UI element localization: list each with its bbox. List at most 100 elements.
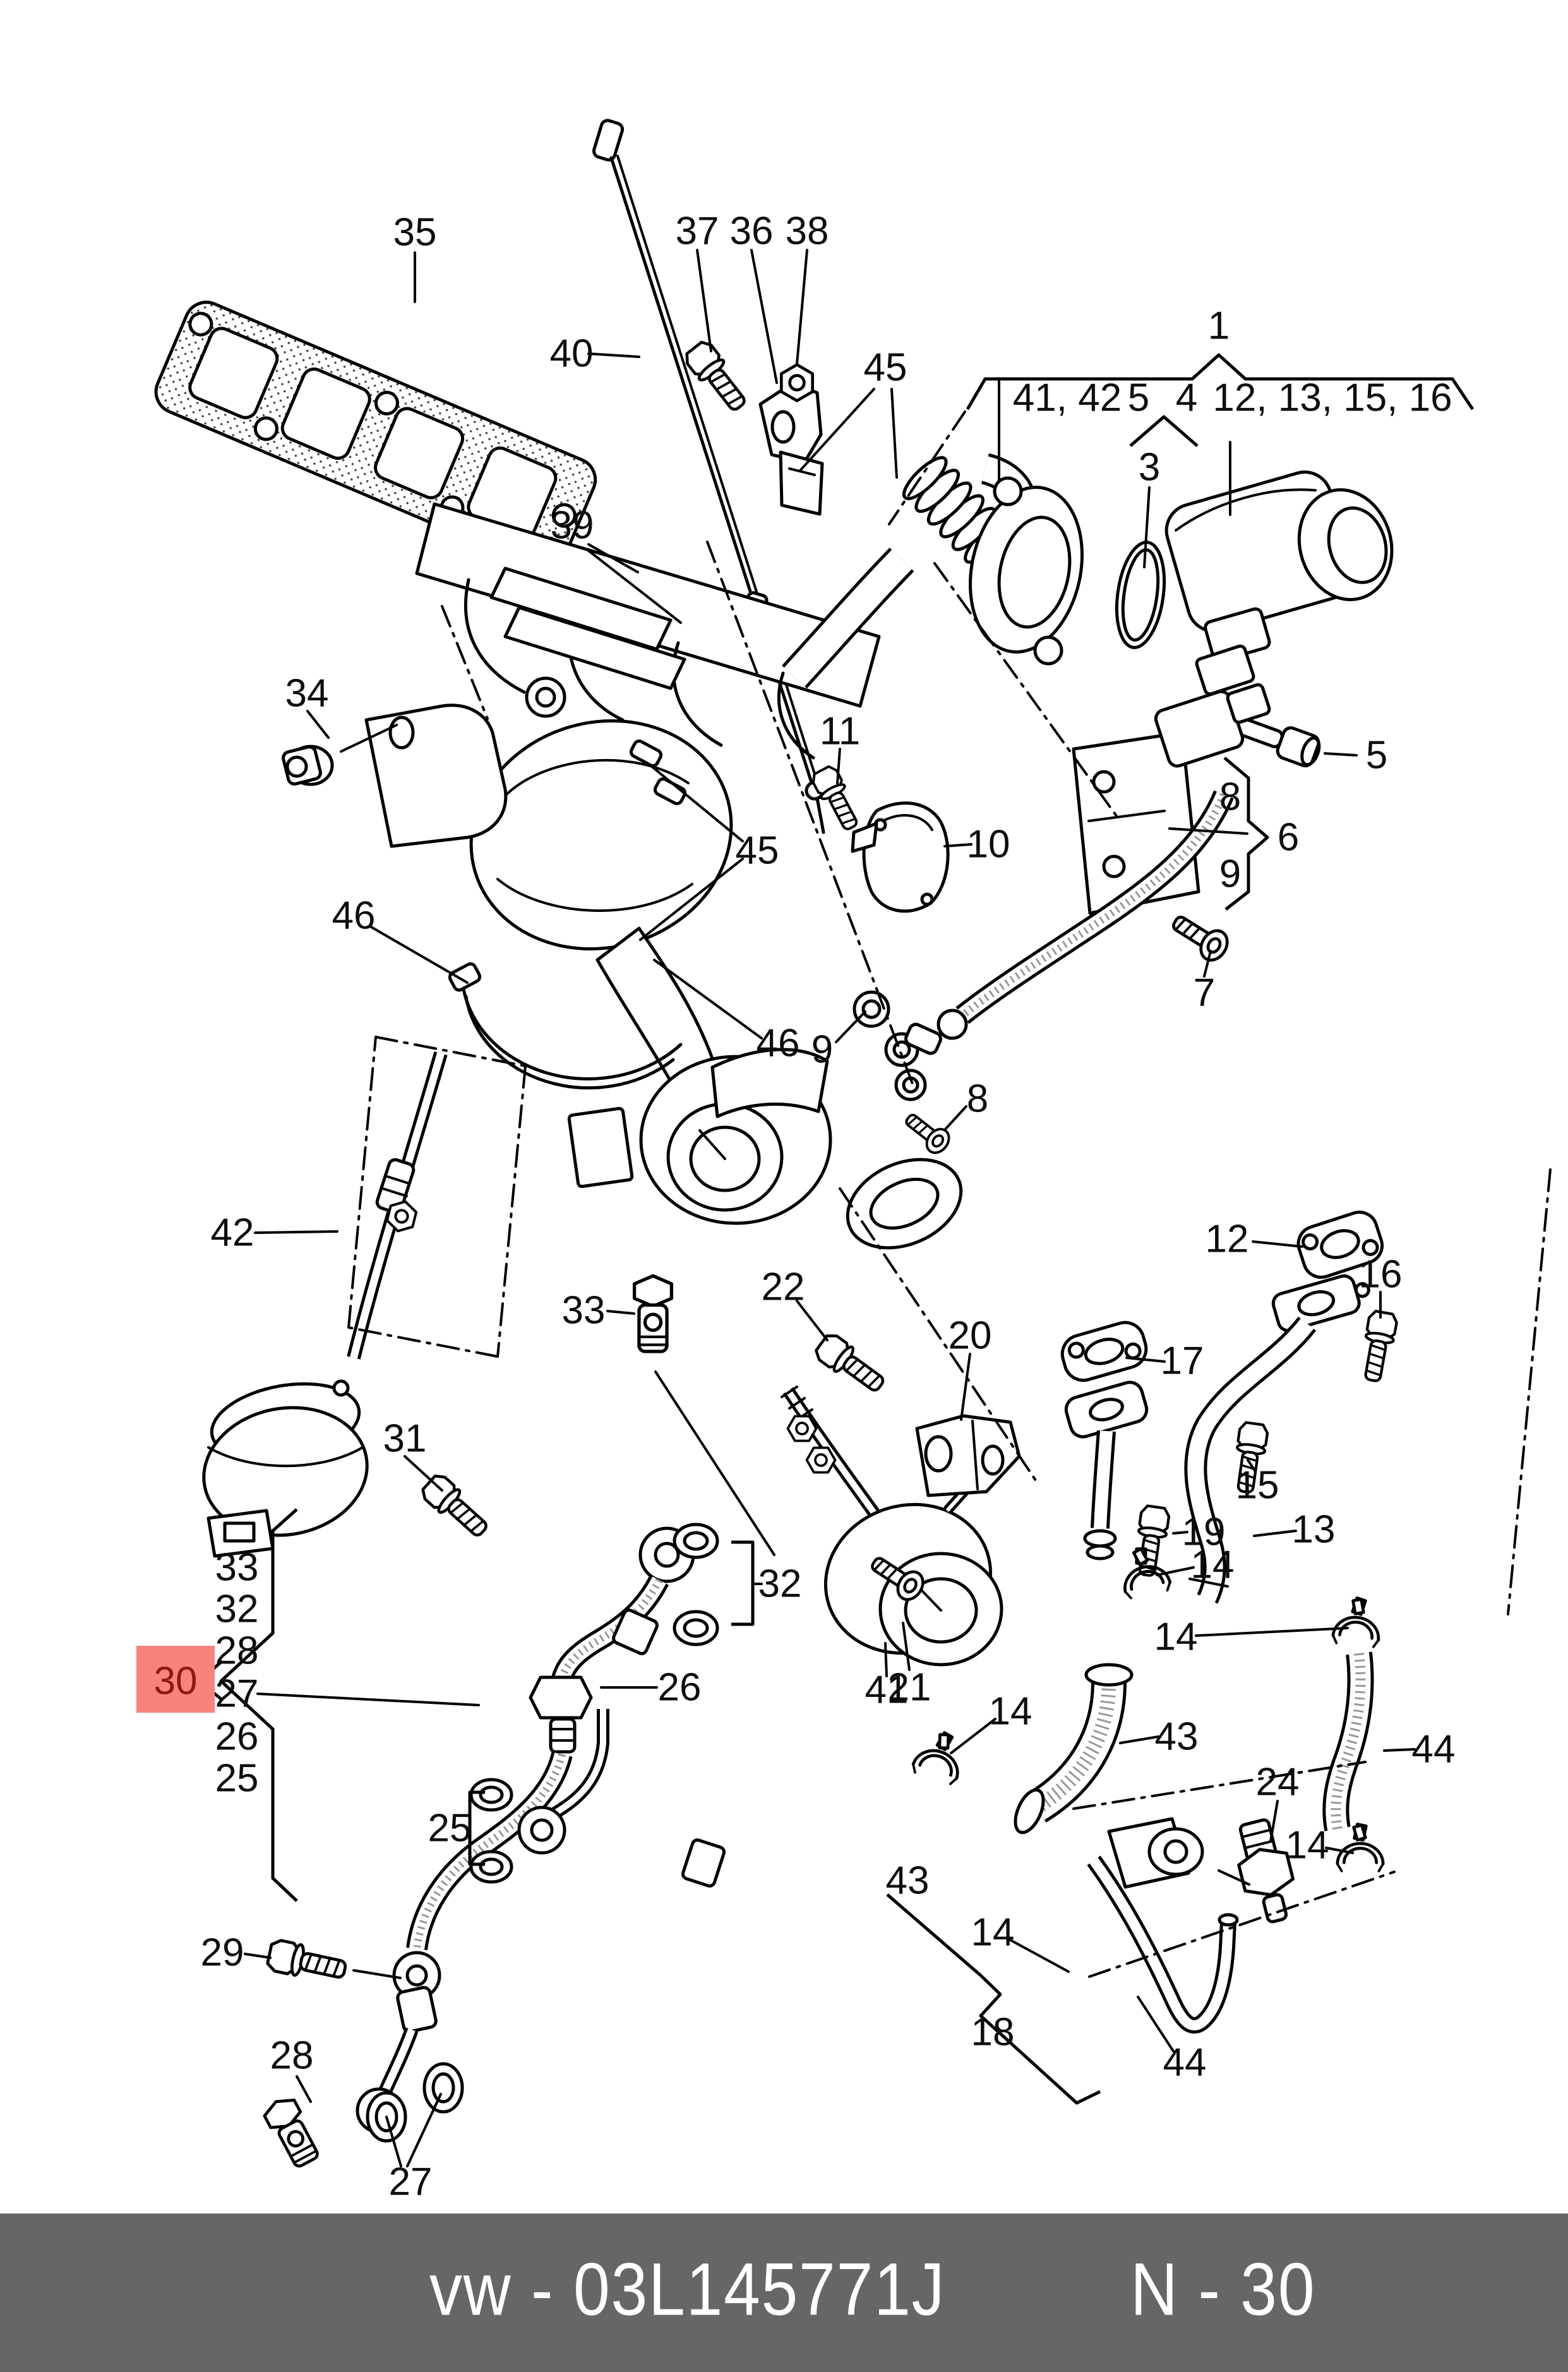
callout-13: 13 [1292,1508,1336,1552]
leader-line [1324,752,1358,757]
callout-17: 17 [1161,1339,1204,1383]
leader-line [1247,1459,1257,1473]
callout-26: 26 [215,1715,259,1759]
leader-line [639,858,744,941]
leader-line [1156,1566,1195,1576]
leader-line [1325,1847,1354,1854]
callout-24: 24 [1256,1761,1300,1804]
group-bracket [1129,415,1199,447]
construction-line [839,1187,1037,1482]
callout-15: 15 [1236,1464,1279,1507]
callout-1: 1 [1208,304,1230,348]
leader-line [385,2116,402,2167]
callout-44: 44 [1163,2041,1207,2085]
callout-12: 12 [1206,1218,1249,1261]
callout-3: 3 [1139,446,1160,489]
leader-line [370,926,469,984]
callout-46: 46 [757,1022,800,1065]
egr-pipe-and-valve-drawing [782,453,1394,696]
callout-14: 14 [989,1690,1032,1734]
callout-14: 14 [1191,1543,1235,1587]
leader-line [254,1230,338,1234]
leader-line [587,543,639,573]
construction-line [1088,1871,1396,1978]
callout-8: 8 [1219,776,1241,819]
callout-43: 43 [886,1859,930,1903]
callout-36: 36 [730,210,774,253]
construction-line [888,410,966,525]
support-bracket-drawing [758,381,824,516]
exhaust-manifold-gasket-drawing [154,301,597,571]
leader-line [654,1370,775,1556]
callout-35: 35 [393,211,437,255]
callout-28: 28 [270,2034,314,2078]
leader-line [404,1455,443,1492]
leader-line [799,388,875,471]
callout-19: 19 [1182,1511,1226,1554]
leader-line [960,1353,971,1421]
oil-return-pipe-13-drawing [1184,1274,1370,1604]
construction-line [496,1065,527,1358]
construction-line [706,541,916,1090]
leader-line [1009,1939,1070,1973]
oil-outlet-gasket-17-drawing [1060,1321,1149,1560]
oil-return-gasket-12-drawing [1296,1210,1384,1279]
plug-and-mount-drawing [282,704,508,848]
construction-line [374,1036,527,1067]
callout-39: 39 [551,504,594,548]
group-bracket [731,1540,755,1626]
callout-4: 4 [1176,376,1197,420]
callout-14: 14 [1154,1615,1198,1659]
leader-line [696,249,712,352]
leader-line [1383,1748,1416,1752]
construction-line [347,1326,499,1358]
callout-32: 32 [215,1588,259,1631]
callout-25: 25 [215,1757,259,1800]
leader-line [296,2075,312,2103]
sealing-washers-27-drawing [366,2062,464,2143]
leader-line [750,249,778,384]
callout-41-42: 41, 42 [1013,376,1122,420]
leader-line [835,1010,866,1043]
callout-33: 33 [215,1546,259,1590]
leader-line [256,1692,480,1706]
group-bracket [468,1790,485,1866]
callout-41: 41 [865,1668,909,1712]
group-bracket [1223,757,1269,911]
footer-page-code: N - 30 [1130,2248,1316,2332]
callout-37: 37 [676,210,719,253]
leader-line [1143,486,1151,568]
leader-line [352,1969,402,1979]
leader-line [884,1642,888,1677]
leader-line [1269,1800,1279,1843]
leader-line [1252,1240,1303,1248]
leader-line [943,843,973,848]
leader-line [1125,1357,1166,1363]
callout-10: 10 [967,823,1010,866]
callout-32: 32 [758,1562,802,1606]
leader-line [796,249,808,365]
callout-44: 44 [1412,1728,1456,1771]
leader-line [649,764,744,842]
heat-shield-drawing [489,566,686,690]
leader-line [796,1300,829,1341]
callout-30: 30 [154,1660,198,1703]
leader-line [340,724,398,753]
sealing-washers-32-drawing [673,1523,719,1646]
construction-line [933,562,1118,817]
callout-31: 31 [383,1417,427,1461]
leader-line [653,959,763,1039]
callout-21: 21 [888,1666,931,1710]
leader-line [890,388,898,479]
leader-line [1172,1531,1188,1535]
callout-43: 43 [1155,1715,1199,1759]
callout-33: 33 [562,1289,606,1333]
leader-line [306,710,330,739]
footer-part-number: vw - 03L145771J [429,2248,946,2332]
callout-42: 42 [211,1211,254,1255]
leader-line [1218,1869,1250,1886]
callout-27: 27 [215,1672,259,1716]
construction-line [1072,1761,1367,1810]
leader-line [406,2093,442,2167]
